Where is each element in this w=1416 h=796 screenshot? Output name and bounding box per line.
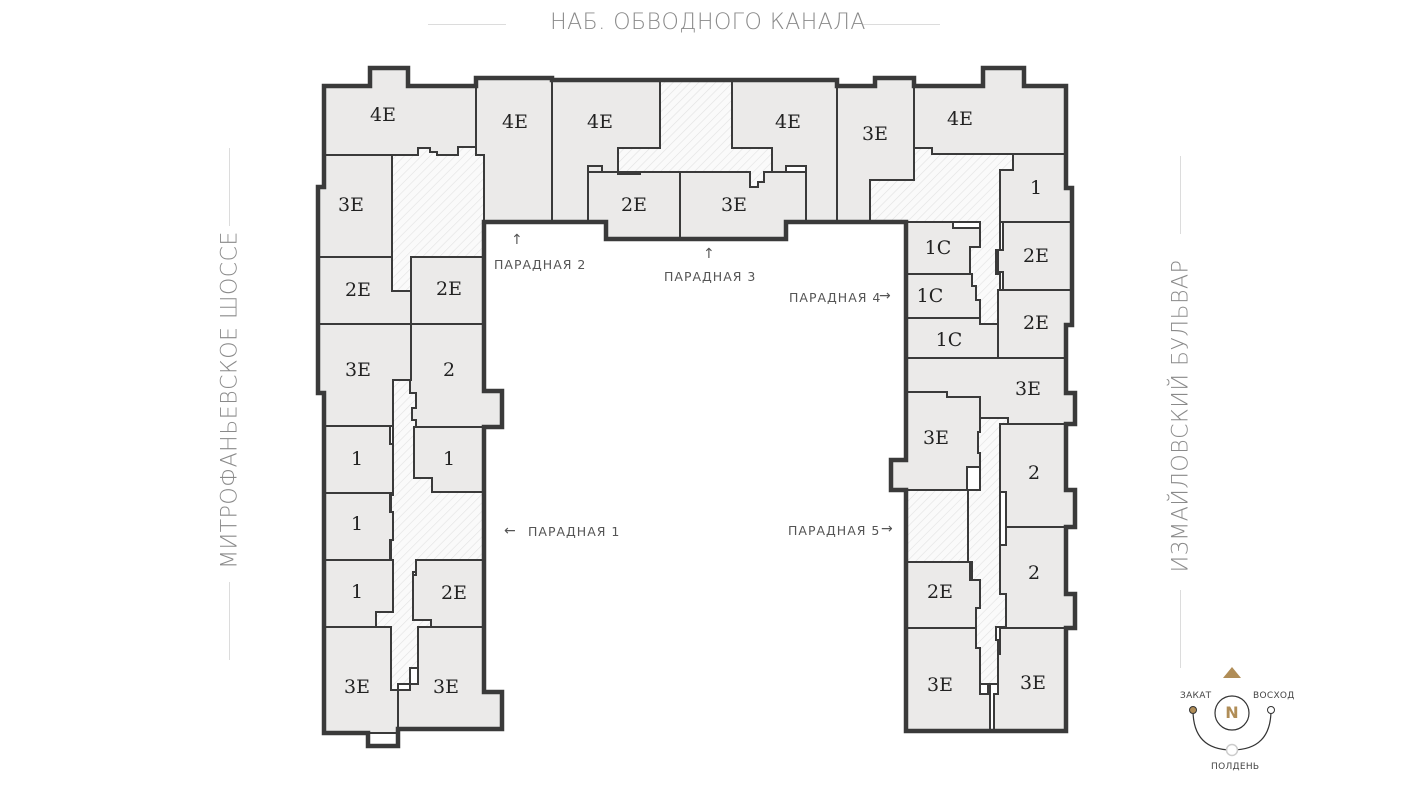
entrance-1-arrow-icon: ← [504,523,516,539]
entrance-1-label[interactable]: ПАРАДНАЯ 1 [528,524,621,539]
entrance-4-label[interactable]: ПАРАДНАЯ 4 [789,290,882,305]
sunset-dot-icon [1189,706,1197,714]
compass-south-label: ПОЛДЕНЬ [1211,762,1260,772]
compass-east-label: ВОСХОД [1253,691,1295,701]
apt-label: 2Е [927,581,953,603]
apt-label: 2Е [436,278,462,300]
entrance-3-arrow-icon: ↑ [703,246,715,262]
entrance-5-label[interactable]: ПАРАДНАЯ 5 [788,523,881,538]
apt-label: 3Е [433,676,459,698]
apt-label: 2Е [621,194,647,216]
apt-label: 4Е [502,111,528,133]
apt-label: 1С [936,329,963,351]
apartment-a6[interactable] [913,67,1067,155]
apt-label: 2 [1028,462,1040,484]
apt-label: 3Е [862,123,888,145]
street-rule-right-top [1180,156,1181,234]
apt-label: 3Е [344,676,370,698]
apt-label: 3Е [1020,672,1046,694]
apt-label: 4Е [587,111,613,133]
apt-label: 2Е [441,582,467,604]
entrance-2-label[interactable]: ПАРАДНАЯ 2 [494,257,587,272]
sunrise-dot-icon [1267,706,1275,714]
street-rule-left-bottom [229,582,230,660]
entrance-2-arrow-icon: ↑ [511,232,523,248]
street-rule-top-left [428,24,506,25]
street-label-top: НАБ. ОБВОДНОГО КАНАЛА [550,10,866,35]
apt-label: 1 [351,448,363,470]
apt-label: 2Е [1023,245,1049,267]
apt-label: 1С [925,237,952,259]
apt-label: 1 [1030,177,1042,199]
apt-label: 1 [351,581,363,603]
apt-label: 1 [351,513,363,535]
corridor-east-mid [905,489,969,563]
street-rule-right-bottom [1180,590,1181,668]
apt-label: 3Е [1015,378,1041,400]
apartment-a13[interactable] [409,323,503,428]
entrance-3-label[interactable]: ПАРАДНАЯ 3 [664,269,757,284]
street-rule-top-right [862,24,940,25]
apartment-a1[interactable] [323,67,477,156]
apt-label: 3Е [338,194,364,216]
apt-label: 3Е [923,427,949,449]
apt-label: 1 [443,448,455,470]
compass-north-label: N [1225,703,1239,722]
apartment-a2[interactable] [475,77,553,223]
apt-label: 2 [1028,562,1040,584]
street-rule-left-top [229,148,230,226]
noon-dot-icon [1225,743,1239,757]
apt-label: 2Е [1023,312,1049,334]
entrance-5-arrow-icon: → [881,521,893,537]
apt-label: 2Е [345,279,371,301]
apt-label: 3Е [345,359,371,381]
apartments [317,67,1076,734]
compass [1189,667,1275,757]
apt-label: 3Е [927,674,953,696]
apartment-labels: 4Е 4Е 4Е 4Е 3Е 4Е 2Е 3Е 3Е 2Е 2Е 3Е 2 1 … [338,104,1049,698]
apt-label: 4Е [775,111,801,133]
apt-label: 4Е [947,108,973,130]
apt-label: 4Е [370,104,396,126]
north-circle-icon [1214,695,1250,731]
apt-label: 1С [917,285,944,307]
building-outline [315,65,1078,749]
north-arrow-icon [1223,667,1241,678]
entrance-4-arrow-icon: → [879,288,891,304]
compass-west-label: ЗАКАТ [1180,691,1212,701]
apt-label: 2 [443,359,455,381]
apt-label: 3Е [721,194,747,216]
